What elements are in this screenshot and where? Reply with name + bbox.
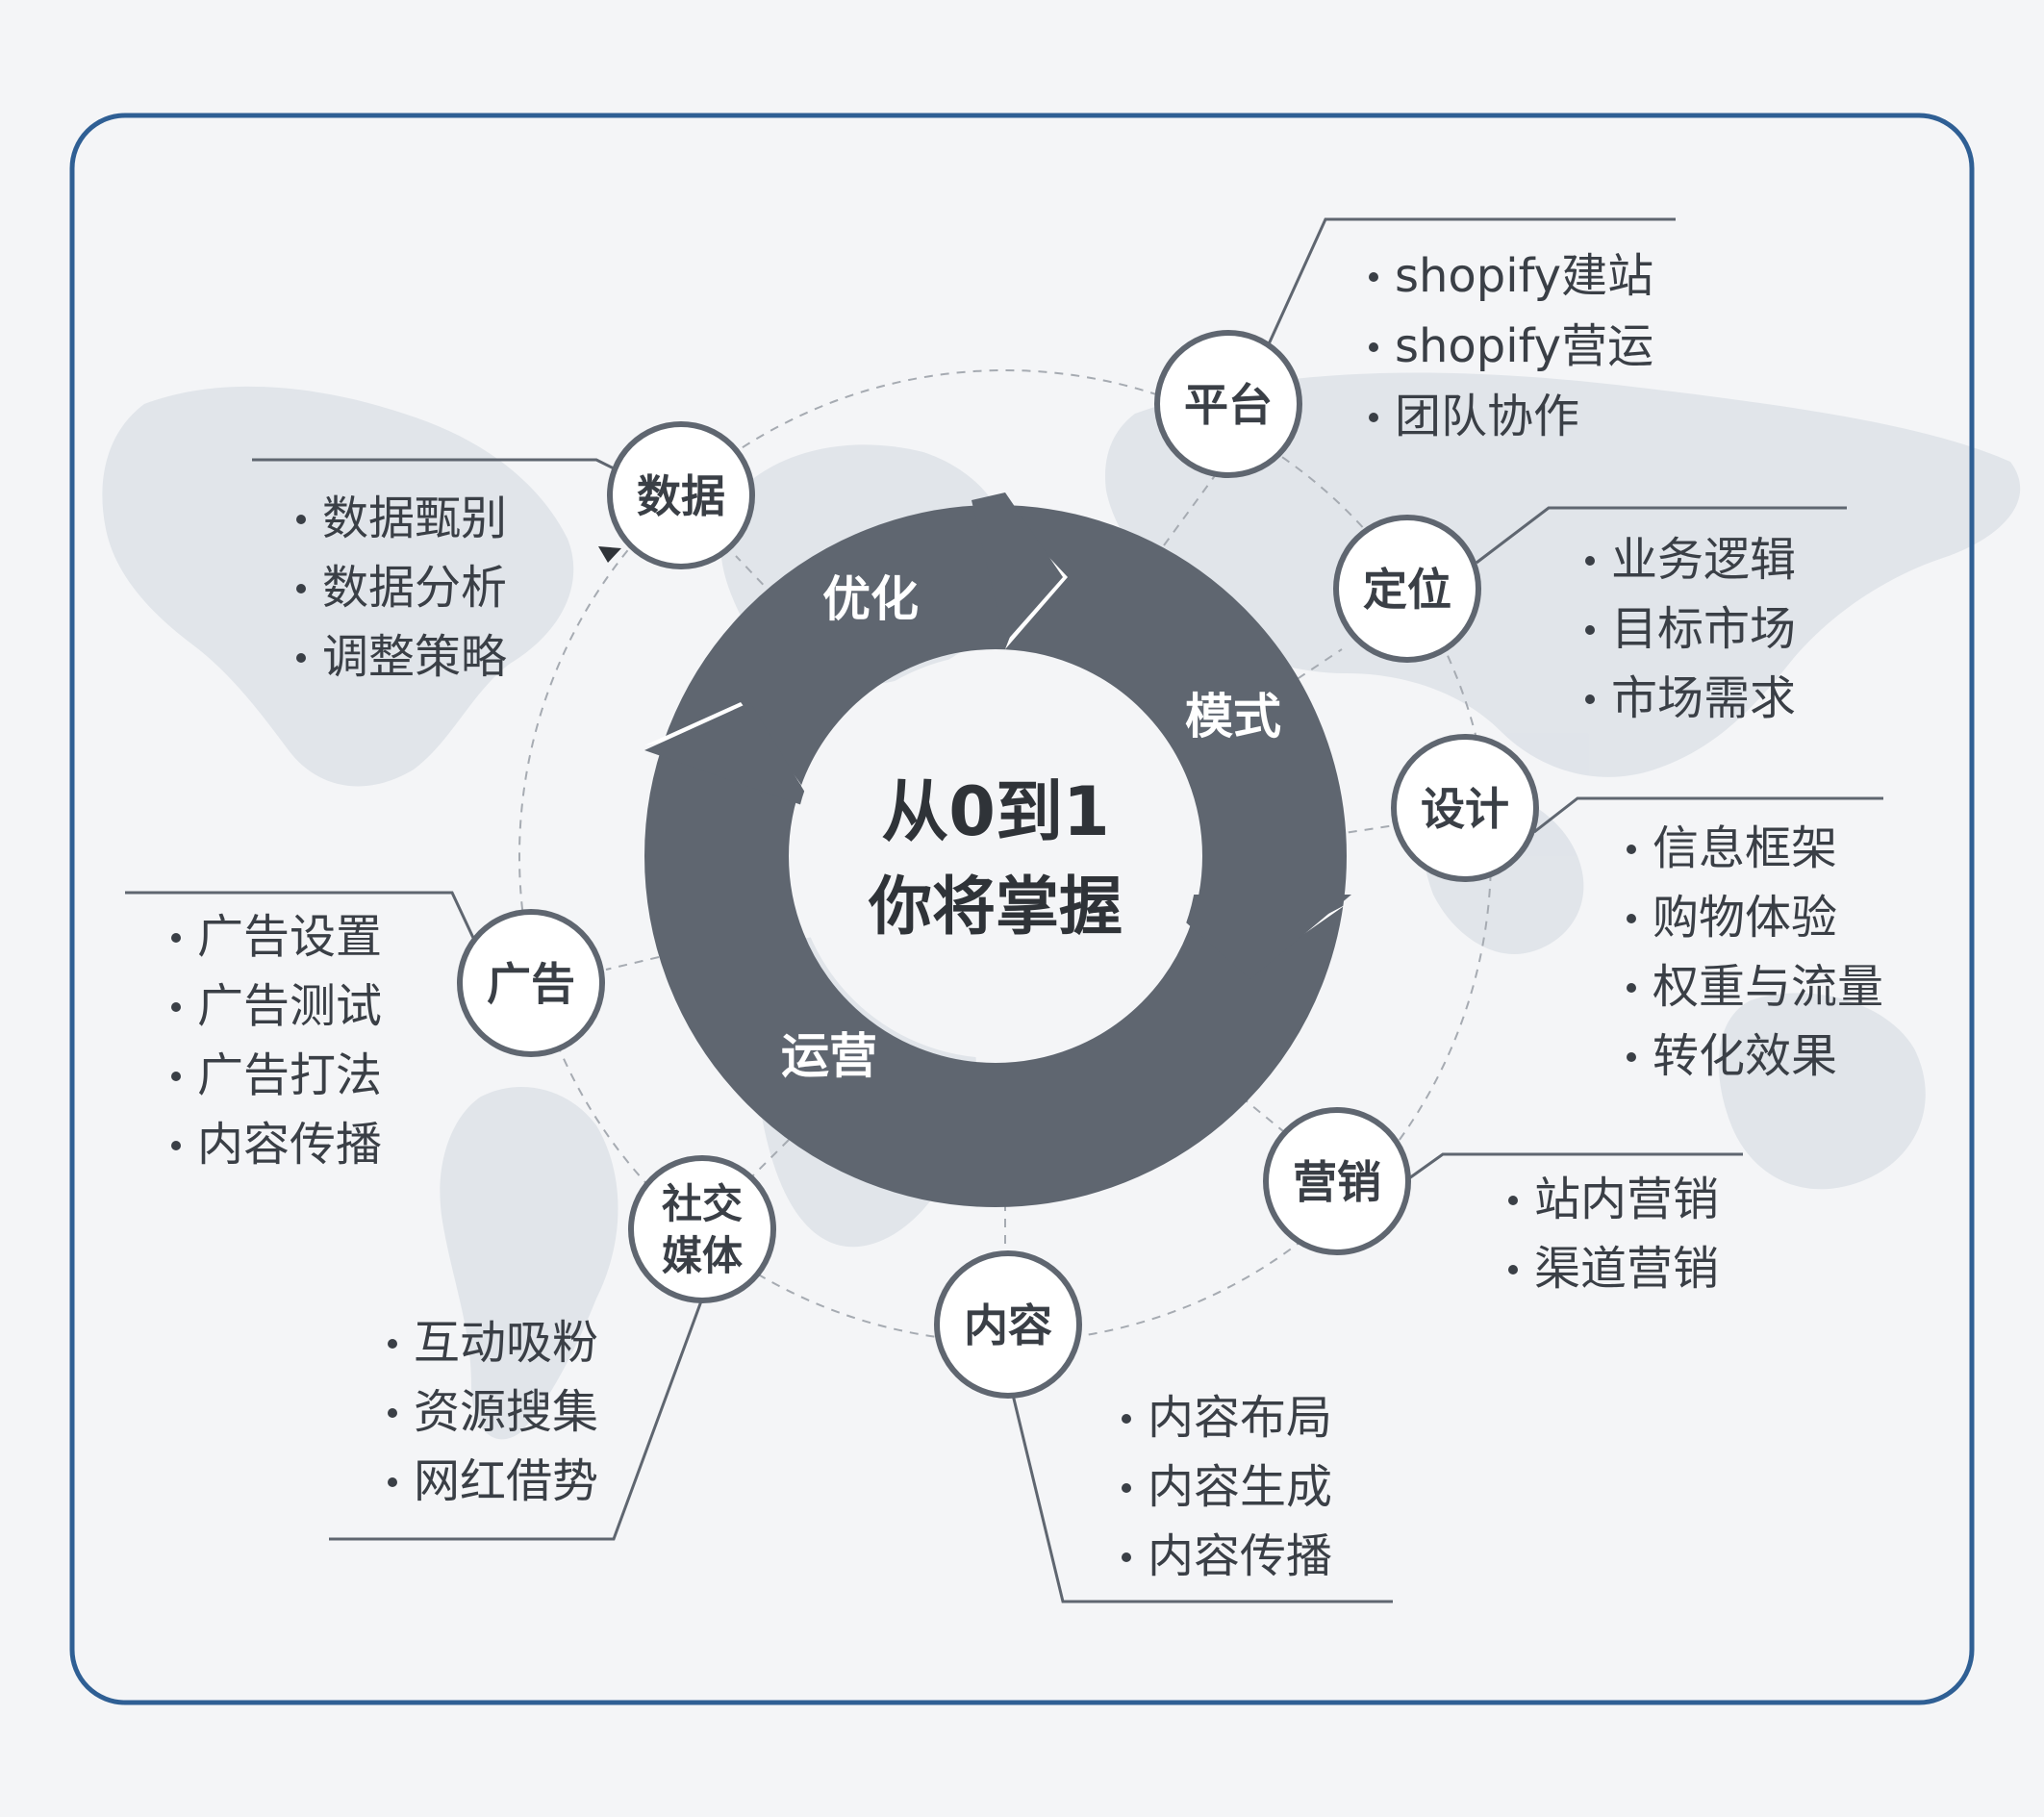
bullet-dot-icon — [171, 1002, 181, 1012]
cycle-ring — [644, 492, 1351, 1207]
bullet-dot-icon — [171, 1072, 181, 1081]
bullet-dot-icon — [296, 515, 306, 524]
bullet-dot-icon — [171, 933, 181, 943]
node-label-data: 数据 — [637, 470, 725, 522]
center-title-line2: 你将掌握 — [868, 870, 1123, 944]
bullet-dot-icon — [1627, 914, 1636, 923]
bullet-dot-icon — [1585, 625, 1595, 635]
list-item-positioning: 业务逻辑 — [1611, 533, 1796, 587]
ring-arrowhead-left-icon — [644, 702, 816, 810]
node-platform: 平台 — [1154, 330, 1302, 478]
node-label-design: 设计 — [1421, 783, 1509, 835]
cycle-label-model: 模式 — [1185, 689, 1281, 744]
leader-social — [329, 1298, 704, 1541]
list-item-content: 内容生成 — [1148, 1460, 1332, 1514]
node-social: 社交 媒体 — [628, 1155, 776, 1303]
node-label-platform: 平台 — [1184, 379, 1273, 431]
node-content: 内容 — [934, 1250, 1082, 1399]
node-design: 设计 — [1391, 734, 1539, 882]
node-marketing: 营销 — [1263, 1107, 1411, 1255]
list-item-ads: 广告设置 — [197, 910, 382, 964]
bullet-dot-icon — [388, 1339, 397, 1349]
node-data: 数据 — [607, 421, 755, 569]
cycle-label-optimize: 优化 — [822, 571, 919, 627]
list-item-design: 权重与流量 — [1653, 960, 1883, 1014]
list-item-design: 转化效果 — [1653, 1029, 1837, 1083]
list-item-ads: 广告打法 — [197, 1048, 382, 1102]
list-item-ads: 内容传播 — [197, 1118, 382, 1172]
list-item-platform: 团队协作 — [1395, 390, 1579, 443]
bullet-dot-icon — [388, 1477, 397, 1487]
bullet-dot-icon — [1369, 413, 1378, 422]
node-label-ads: 广告 — [487, 958, 575, 1010]
bullet-dot-icon — [1122, 1552, 1131, 1562]
ring-arrowhead-right-icon — [1154, 895, 1351, 979]
bullet-dot-icon — [1627, 845, 1636, 854]
list-item-positioning: 市场需求 — [1611, 671, 1796, 725]
bullet-dot-icon — [1508, 1196, 1518, 1205]
nodes: 平台 定位 设计 营销 内容 社交 媒体 广告 数据 — [457, 330, 1539, 1399]
list-item-content: 内容布局 — [1148, 1391, 1332, 1445]
bullet-dot-icon — [1122, 1414, 1131, 1424]
list-item-data: 数据甄别 — [322, 492, 507, 545]
bullet-dot-icon — [1627, 983, 1636, 993]
cycle-label-operation: 运营 — [781, 1028, 877, 1084]
node-label-marketing: 营销 — [1293, 1156, 1381, 1208]
leader-marketing — [1408, 1152, 1743, 1180]
list-item-ads: 广告测试 — [197, 979, 382, 1033]
list-item-design: 信息框架 — [1653, 821, 1837, 875]
list-item-platform: shopify建站 — [1395, 249, 1653, 303]
list-item-data: 调整策略 — [322, 630, 507, 684]
node-label-positioning: 定位 — [1363, 564, 1451, 616]
list-item-design: 购物体验 — [1653, 891, 1837, 945]
node-ads: 广告 — [457, 909, 605, 1057]
node-label-content: 内容 — [964, 1300, 1052, 1351]
center-title-line1: 从0到1 — [881, 772, 1109, 851]
list-item-platform: shopify营运 — [1395, 319, 1653, 373]
node-label-social-line2: 媒体 — [662, 1232, 743, 1279]
bullet-dot-icon — [1508, 1265, 1518, 1274]
leader-positioning — [1476, 506, 1847, 565]
leader-platform — [1266, 217, 1676, 347]
bullet-lists: shopify建站 shopify营运团队协作业务逻辑目标市场市场需求信息框架购物… — [171, 249, 1883, 1583]
list-item-marketing: 站内营销 — [1534, 1173, 1719, 1226]
list-item-social: 资源搜集 — [414, 1385, 598, 1439]
bullet-dot-icon — [296, 584, 306, 593]
list-item-social: 网红借势 — [414, 1454, 598, 1508]
node-positioning: 定位 — [1333, 515, 1481, 663]
bullet-dot-icon — [388, 1408, 397, 1418]
list-item-data: 数据分析 — [322, 561, 507, 615]
data-arrow-tip-icon — [598, 546, 621, 563]
bullet-dot-icon — [171, 1141, 181, 1150]
bullet-dot-icon — [296, 653, 306, 663]
bullet-dot-icon — [1585, 556, 1595, 566]
bullet-dot-icon — [1369, 272, 1378, 282]
bullet-dot-icon — [1585, 694, 1595, 704]
list-item-social: 互动吸粉 — [414, 1316, 598, 1370]
list-item-positioning: 目标市场 — [1611, 602, 1796, 656]
leader-ads — [125, 891, 475, 939]
leader-design — [1533, 796, 1883, 834]
bullet-dot-icon — [1122, 1483, 1131, 1493]
diagram-frame — [69, 113, 1975, 1705]
leader-lines — [125, 217, 1883, 1603]
bullet-dot-icon — [1627, 1052, 1636, 1062]
list-item-content: 内容传播 — [1148, 1529, 1332, 1583]
node-label-social-line1: 社交 — [662, 1180, 743, 1227]
ring-arrowhead-top-icon — [972, 492, 1063, 643]
leader-data — [252, 458, 617, 471]
list-item-marketing: 渠道营销 — [1534, 1242, 1719, 1296]
bullet-dot-icon — [1369, 342, 1378, 352]
ring-separator-left — [644, 702, 818, 808]
leader-content — [1011, 1394, 1393, 1603]
